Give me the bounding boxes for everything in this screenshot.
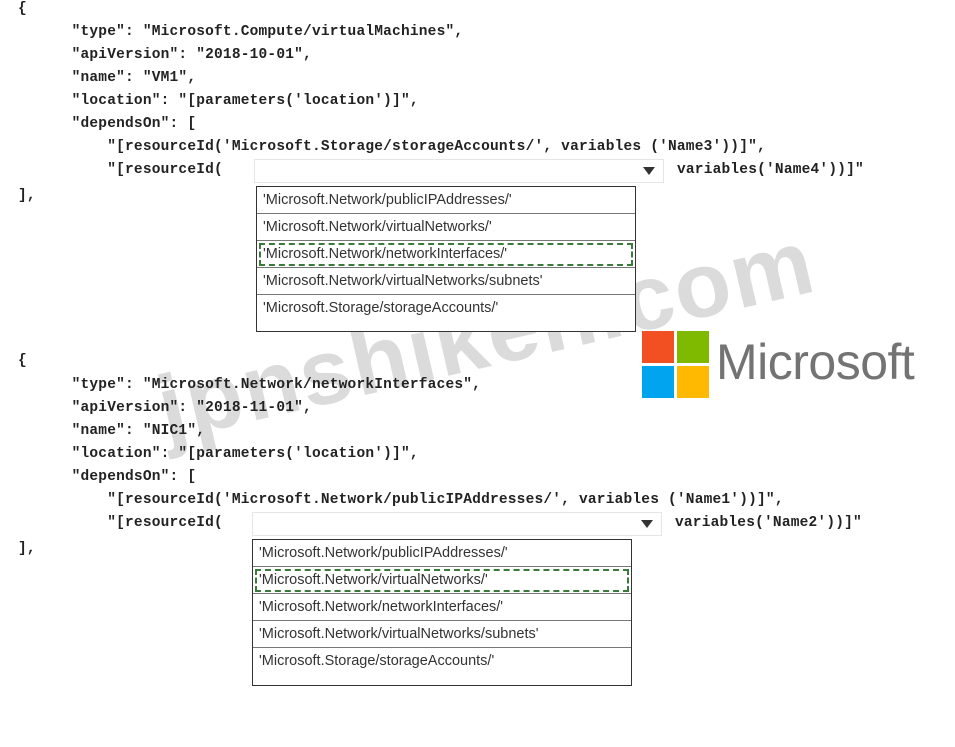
code-line: "[resourceId( [36,515,223,531]
dropdown-option[interactable]: 'Microsoft.Storage/storageAccounts/' [259,653,495,669]
dropdown-option[interactable]: 'Microsoft.Network/virtualNetworks/' [257,214,635,241]
code-line: "name": "VM1", [36,70,197,86]
dropdown-option-selected[interactable]: 'Microsoft.Network/virtualNetworks/' [253,567,631,594]
code-line: "name": "NIC1", [36,423,206,439]
dropdown-options-1: 'Microsoft.Network/publicIPAddresses/' '… [256,186,636,332]
code-line: variables('Name4'))]" [677,162,864,178]
code-line: "apiVersion": "2018-11-01", [36,400,312,416]
dropdown-option[interactable]: 'Microsoft.Network/publicIPAddresses/' [257,187,635,214]
code-line: "location": "[parameters('location')]", [36,446,419,462]
code-line: "type": "Microsoft.Network/networkInterf… [36,377,482,393]
code-line: "dependsOn": [ [36,469,197,485]
code-line: ], [18,541,36,557]
dropdown-option[interactable]: 'Microsoft.Network/networkInterfaces/' [253,594,631,621]
chevron-down-icon[interactable] [641,520,653,528]
dropdown-option[interactable]: 'Microsoft.Storage/storageAccounts/' [263,300,499,316]
brand-name: Microsoft [716,334,915,390]
resource-type-dropdown-2[interactable] [252,512,662,536]
logo-square [642,366,674,398]
code-line: "[resourceId('Microsoft.Storage/storageA… [36,139,766,155]
logo-square [677,366,709,398]
code-line: "apiVersion": "2018-10-01", [36,47,312,63]
code-line: ], [18,188,36,204]
dropdown-options-2: 'Microsoft.Network/publicIPAddresses/' '… [252,539,632,686]
dropdown-option-selected[interactable]: 'Microsoft.Network/networkInterfaces/' [257,241,635,268]
resource-type-dropdown-1[interactable] [254,159,664,183]
code-line: variables('Name2'))]" [675,515,862,531]
code-line: "type": "Microsoft.Compute/virtualMachin… [36,24,464,40]
code-line: "[resourceId('Microsoft.Network/publicIP… [36,492,784,508]
code-line: { [18,353,27,369]
logo-square [677,331,709,363]
dropdown-option[interactable]: 'Microsoft.Network/publicIPAddresses/' [253,540,631,567]
code-line: "[resourceId( [36,162,223,178]
dropdown-option[interactable]: 'Microsoft.Network/virtualNetworks/subne… [253,621,631,648]
code-line: "dependsOn": [ [36,116,197,132]
dropdown-option[interactable]: 'Microsoft.Network/virtualNetworks/subne… [257,268,635,295]
code-line: { [18,1,27,17]
logo-square [642,331,674,363]
chevron-down-icon[interactable] [643,167,655,175]
code-line: "location": "[parameters('location')]", [36,93,419,109]
